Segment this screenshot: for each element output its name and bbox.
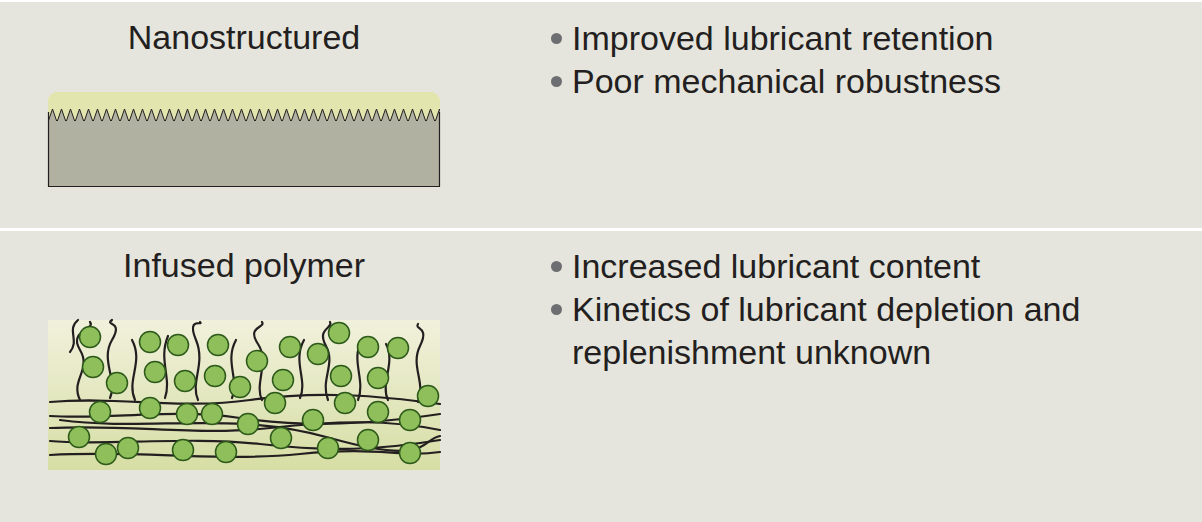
bullet-dot xyxy=(551,304,562,315)
comparison-row: Infused polymer Increased lubricant conte… xyxy=(0,231,1202,522)
bullet-item: Poor mechanical robustness xyxy=(548,60,1188,103)
bullet-item: Increased lubricant content xyxy=(548,245,1188,288)
bullet-text: Kinetics of lubricant depletion and repl… xyxy=(572,290,1080,371)
row-heading: Infused polymer xyxy=(48,245,440,285)
bullet-text: Increased lubricant content xyxy=(572,247,980,285)
comparison-row: Nanostructured Improved lubricant retenti… xyxy=(0,2,1202,228)
bullet-list: Improved lubricant retentionPoor mechani… xyxy=(548,17,1188,103)
bullet-text: Improved lubricant retention xyxy=(572,19,993,57)
bullet-text: Poor mechanical robustness xyxy=(572,62,1001,100)
bullet-item: Improved lubricant retention xyxy=(548,17,1188,60)
bullet-list: Increased lubricant contentKinetics of l… xyxy=(548,245,1188,374)
bullet-dot xyxy=(551,76,562,87)
bullet-dot xyxy=(551,261,562,272)
bullet-dot xyxy=(551,33,562,44)
bullet-item: Kinetics of lubricant depletion and repl… xyxy=(548,288,1188,374)
row-heading: Nanostructured xyxy=(48,17,440,57)
